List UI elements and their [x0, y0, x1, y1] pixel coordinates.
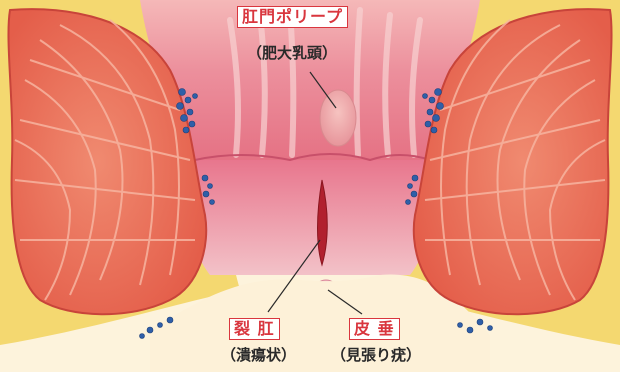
fissure-label: 裂 肛	[229, 318, 280, 340]
skin-tag-sublabel: （見張り疣）	[331, 346, 421, 364]
anal-canal	[186, 160, 434, 275]
skin-tag-label: 皮 垂	[349, 318, 400, 340]
polyp-label: 肛門ポリープ	[237, 6, 348, 28]
anal-polyp	[320, 90, 356, 146]
polyp-sublabel: （肥大乳頭）	[247, 44, 337, 62]
fissure-sublabel: （潰瘍状）	[221, 346, 296, 364]
